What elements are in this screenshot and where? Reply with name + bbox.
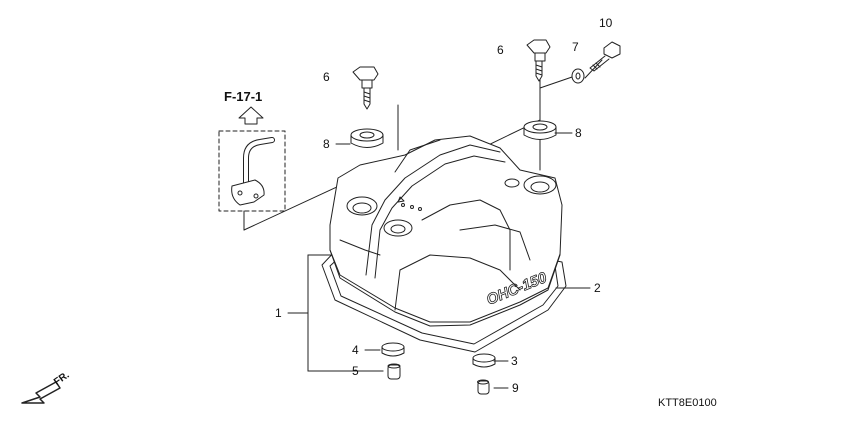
grommet-left bbox=[350, 128, 384, 148]
up-arrow-icon bbox=[238, 106, 264, 125]
callout-2: 2 bbox=[594, 281, 601, 295]
front-direction-arrow-icon bbox=[21, 381, 61, 404]
grommet-bottom bbox=[381, 342, 405, 357]
grommet-right bbox=[523, 120, 557, 140]
callout-1: 1 bbox=[275, 306, 282, 320]
callout-4: 4 bbox=[352, 343, 359, 357]
drawing-code: KTT8E0100 bbox=[658, 397, 717, 409]
callout-7: 7 bbox=[572, 40, 579, 54]
callout-10: 10 bbox=[599, 16, 613, 30]
reference-label: F-17-1 bbox=[224, 89, 263, 104]
dowel-pin-right bbox=[477, 379, 490, 395]
sealing-washer bbox=[571, 68, 585, 84]
callout-8-left: 8 bbox=[323, 137, 330, 151]
dowel-pin-left bbox=[387, 363, 401, 380]
cover-bolt bbox=[589, 41, 621, 72]
callout-5: 5 bbox=[352, 364, 359, 378]
cylinder-head-cover: OHC-150 bbox=[329, 135, 563, 327]
callout-3: 3 bbox=[511, 354, 518, 368]
flange-bolt-left bbox=[352, 66, 379, 110]
callout-6-right: 6 bbox=[497, 43, 504, 57]
callout-6-left: 6 bbox=[323, 70, 330, 84]
grommet-right-bottom bbox=[472, 353, 496, 368]
callout-8-right: 8 bbox=[575, 126, 582, 140]
callout-9: 9 bbox=[512, 381, 519, 395]
flange-bolt-right bbox=[526, 39, 551, 82]
